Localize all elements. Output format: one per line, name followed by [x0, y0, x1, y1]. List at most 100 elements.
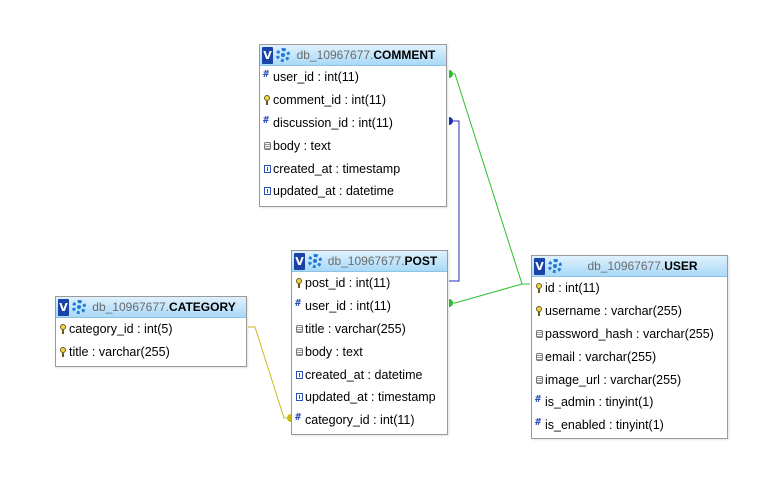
column-row: is_admin : tinyint(1) — [532, 391, 727, 414]
relation-endpoint-comment-post — [449, 117, 453, 125]
primary-key-icon — [60, 347, 67, 358]
column-label: discussion_id : int(11) — [273, 115, 393, 130]
gear-icon[interactable] — [548, 259, 562, 273]
column-row: is_enabled : tinyint(1) — [532, 414, 727, 437]
table-name: COMMENT — [373, 48, 436, 62]
number-icon — [535, 394, 543, 407]
column-label: user_id : int(11) — [273, 70, 359, 85]
table-title: db_10967677.POST — [322, 254, 447, 268]
table-title: db_10967677.CATEGORY — [86, 300, 246, 314]
text-icon — [296, 347, 303, 357]
column-label: user_id : int(11) — [305, 299, 391, 314]
column-row: title : varchar(255) — [292, 318, 447, 341]
database-name: db_10967677. — [587, 259, 665, 273]
relation-endpoint-post-user — [449, 299, 453, 307]
text-icon — [536, 375, 543, 385]
toggle-icon[interactable]: V — [58, 298, 69, 316]
relation-post-category — [248, 326, 291, 422]
column-label: username : varchar(255) — [545, 304, 682, 319]
table-header[interactable]: V db_10967677.CATEGORY — [56, 297, 246, 318]
timestamp-icon — [264, 164, 271, 174]
column-row: discussion_id : int(11) — [260, 112, 446, 135]
primary-key-icon — [60, 324, 67, 335]
column-label: body : text — [305, 344, 363, 359]
database-name: db_10967677. — [92, 300, 170, 314]
database-name: db_10967677. — [296, 48, 374, 62]
column-row: id : int(11) — [532, 277, 727, 300]
timestamp-icon — [264, 186, 271, 196]
relation-line-post-category — [248, 326, 291, 419]
database-name: db_10967677. — [327, 254, 405, 268]
relation-comment-post — [449, 117, 460, 282]
number-icon — [535, 417, 543, 430]
column-label: is_enabled : tinyint(1) — [545, 418, 664, 433]
table-title: db_10967677.USER — [562, 259, 727, 273]
text-icon — [264, 141, 271, 151]
relation-endpoint-comment-user — [449, 70, 453, 78]
column-row: password_hash : varchar(255) — [532, 323, 727, 346]
table-category[interactable]: V db_10967677.CATEGORY category_id : int… — [55, 296, 247, 367]
toggle-icon[interactable]: V — [534, 257, 545, 275]
column-label: email : varchar(255) — [545, 349, 657, 364]
column-row: user_id : int(11) — [292, 295, 447, 318]
column-row: category_id : int(5) — [56, 318, 246, 341]
column-label: post_id : int(11) — [305, 276, 391, 291]
column-row: created_at : timestamp — [260, 157, 446, 180]
text-icon — [536, 352, 543, 362]
primary-key-icon — [264, 95, 271, 106]
column-row: body : text — [260, 134, 446, 157]
table-name: USER — [664, 259, 698, 273]
text-icon — [536, 329, 543, 339]
column-row: image_url : varchar(255) — [532, 368, 727, 391]
column-row: body : text — [292, 340, 447, 363]
table-header[interactable]: V db_10967677.POST — [292, 251, 447, 272]
relation-line-comment-post — [449, 120, 460, 282]
column-label: updated_at : datetime — [273, 184, 394, 199]
gear-icon[interactable] — [276, 48, 290, 62]
column-label: title : varchar(255) — [305, 321, 406, 336]
number-icon — [263, 69, 271, 82]
column-label: is_admin : tinyint(1) — [545, 395, 654, 410]
column-row: user_id : int(11) — [260, 66, 446, 89]
column-label: category_id : int(11) — [305, 413, 415, 428]
primary-key-icon — [296, 278, 303, 289]
gear-icon[interactable] — [308, 254, 322, 268]
table-header[interactable]: V db_10967677.USER — [532, 256, 727, 277]
relation-post-user — [449, 283, 530, 307]
column-row: created_at : datetime — [292, 363, 447, 386]
number-icon — [295, 412, 303, 425]
column-row: title : varchar(255) — [56, 341, 246, 364]
column-label: title : varchar(255) — [69, 345, 170, 360]
number-icon — [263, 115, 271, 128]
relation-line-post-user — [449, 283, 530, 304]
column-row: comment_id : int(11) — [260, 89, 446, 112]
column-label: body : text — [273, 138, 331, 153]
primary-key-icon — [536, 283, 543, 294]
text-icon — [296, 324, 303, 334]
column-row: username : varchar(255) — [532, 300, 727, 323]
toggle-icon[interactable]: V — [262, 46, 273, 64]
column-label: created_at : timestamp — [273, 161, 401, 176]
column-label: password_hash : varchar(255) — [545, 326, 714, 341]
column-row: category_id : int(11) — [292, 409, 447, 432]
timestamp-icon — [296, 370, 303, 380]
table-user[interactable]: V db_10967677.USER id : int(11) username… — [531, 255, 728, 439]
column-label: updated_at : timestamp — [305, 390, 436, 405]
number-icon — [295, 298, 303, 311]
table-header[interactable]: V db_10967677.COMMENT — [260, 45, 446, 66]
table-title: db_10967677.COMMENT — [290, 48, 446, 62]
column-label: created_at : datetime — [305, 367, 423, 382]
column-label: category_id : int(5) — [69, 322, 173, 337]
column-label: id : int(11) — [545, 281, 600, 296]
relation-comment-user — [449, 70, 530, 285]
table-name: CATEGORY — [169, 300, 236, 314]
column-row: updated_at : datetime — [260, 180, 446, 203]
gear-icon[interactable] — [72, 300, 86, 314]
table-post[interactable]: V db_10967677.POST post_id : int(11) use… — [291, 250, 448, 435]
column-label: comment_id : int(11) — [273, 93, 387, 108]
table-comment[interactable]: V db_10967677.COMMENT user_id : int(11) … — [259, 44, 447, 207]
toggle-icon[interactable]: V — [294, 252, 305, 270]
column-row: post_id : int(11) — [292, 272, 447, 295]
timestamp-icon — [296, 392, 303, 402]
relation-line-comment-user — [449, 73, 530, 285]
